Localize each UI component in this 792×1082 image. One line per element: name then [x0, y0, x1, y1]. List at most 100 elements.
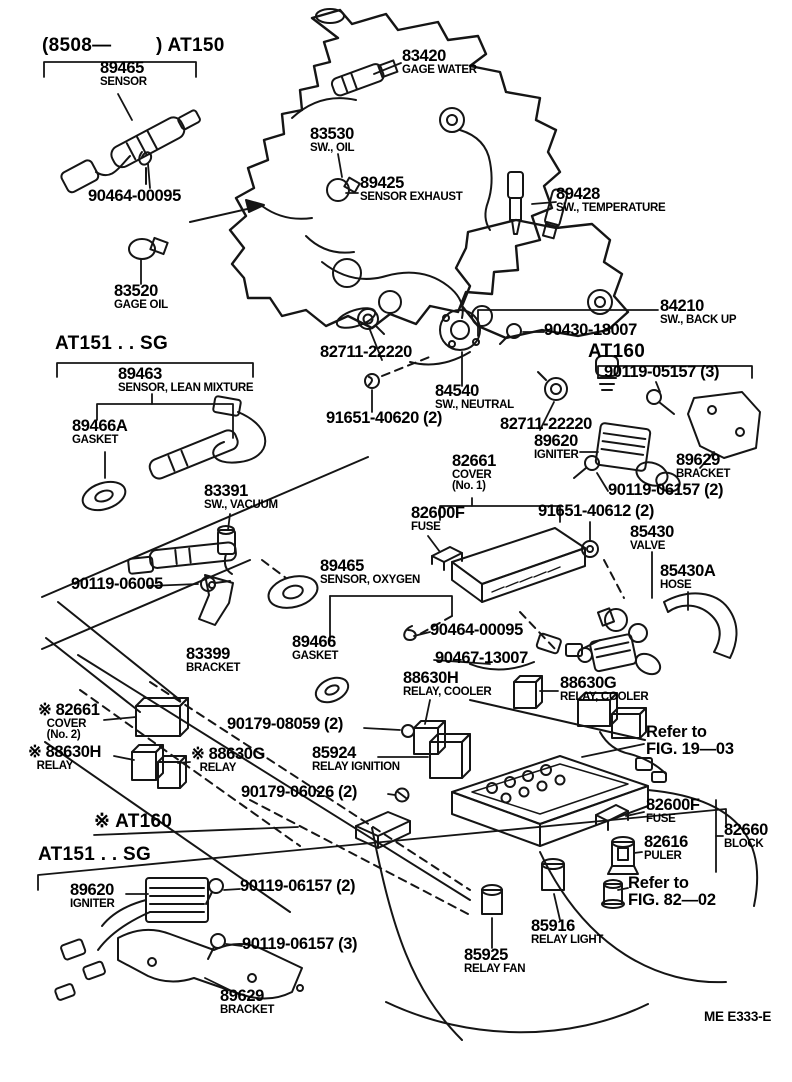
part-89620-igniter-left-line-1: IGNITER [70, 897, 115, 910]
part-90179-06026-line-0: 90179-06026 (2) [241, 783, 358, 801]
part-90464-00095-top-line-0: 90464-00095 [88, 187, 181, 205]
header-at160-top: AT160 [588, 342, 645, 361]
part-85925-relay-fan-line-1: RELAY FAN [464, 962, 526, 975]
part-82711-22220-left-line-0: 82711-22220 [320, 343, 412, 361]
part-88630h-relay-line-0: ※ 88630H [28, 743, 102, 761]
part-89428-sw-temperature-line-0: 89428 [556, 185, 600, 203]
part-88630h-relay-line-1: RELAY [28, 759, 74, 772]
part-89620-igniter-left-line-0: 89620 [70, 881, 114, 899]
part-82661-cover-no2-line-1: COVER [38, 717, 87, 730]
part-91651-40612: 91651-40612 (2) [538, 503, 654, 520]
part-90119-06157-b3: 90119-06157 (3) [242, 936, 358, 953]
part-90179-08059-line-0: 90179-08059 (2) [227, 715, 344, 733]
leader-lines [37, 61, 753, 995]
part-85430a-hose-line-0: 85430A [660, 562, 716, 580]
part-89465-sensor-top-line-0: 89465 [100, 59, 144, 77]
part-82660-block-line-0: 82660 [724, 821, 768, 839]
part-82661-cover-no1-line-2: (No. 1) [452, 480, 486, 492]
header-at150: (8508— ) AT150 [42, 36, 225, 55]
part-90119-06157-b2-line-0: 90119-06157 (2) [240, 877, 356, 895]
oxygen-sensor-top-glyph [110, 109, 201, 169]
part-88630h-relay: ※ 88630H RELAY [28, 744, 101, 772]
part-82616-puler-line-1: PULER [644, 849, 682, 862]
part-83530-sw-oil-line-1: SW., OIL [310, 141, 355, 154]
header-at160-top-line-0: AT160 [588, 341, 646, 362]
part-89466-gasket-line-1: GASKET [292, 649, 339, 662]
part-90179-08059: 90179-08059 (2) [227, 716, 343, 733]
part-89466a-gasket-line-1: GASKET [72, 433, 119, 446]
header-at151-sg-bottom-line-0: AT151 . . SG [38, 844, 152, 865]
part-82661-cover-no2: ※ 82661 COVER (No. 2) [38, 702, 100, 742]
part-85430-valve-line-1: VALVE [630, 539, 666, 552]
clip-90464-top-glyph [138, 151, 153, 166]
part-90119-06005: 90119-06005 [71, 576, 163, 593]
code-me-e333-e-line-0: ME E333-E [704, 1009, 772, 1024]
part-90119-05157: 90119-05157 (3) [604, 363, 720, 381]
part-83399-bracket-line-0: 83399 [186, 645, 230, 663]
part-90467-13007-line-0: 90467-13007 [435, 649, 528, 667]
part-89425-sensor-exhaust-line-0: 89425 [360, 174, 404, 192]
ref-fig-82-02-line-1: FIG. 82—02 [628, 890, 716, 909]
part-90464-00095-mid-line-0: 90464-00095 [430, 621, 523, 639]
part-90464-00095-mid: 90464-00095 [430, 622, 523, 639]
part-90119-06005-line-0: 90119-06005 [71, 575, 163, 593]
part-89466-gasket-line-0: 89466 [292, 633, 336, 651]
part-88630g-relay: ※ 88630G RELAY [191, 746, 265, 774]
part-88630g-relay-cooler-line-1: RELAY, COOLER [560, 690, 649, 703]
part-91651-40620-line-0: 91651-40620 (2) [326, 409, 443, 427]
part-82711-22220-right: 82711-22220 [500, 416, 592, 433]
ref-fig-19-03-line-1: FIG. 19—03 [646, 739, 734, 758]
part-85430a-hose-line-1: HOSE [660, 578, 692, 591]
part-90119-05157-line-0: 90119-05157 (3) [604, 363, 720, 381]
part-90467-13007: 90467-13007 [435, 650, 528, 667]
part-83530-sw-oil-line-0: 83530 [310, 125, 354, 143]
part-88630g-relay-line-1: RELAY [191, 761, 237, 774]
part-82600f-fuse-bottom-line-0: 82600F [646, 796, 700, 814]
part-84540-sw-neutral-line-0: 84540 [435, 382, 479, 400]
part-90430-18007-line-0: 90430-18007 [544, 321, 637, 339]
part-91651-40620: 91651-40620 (2) [326, 410, 442, 427]
part-82661-cover-no2-line-0: ※ 82661 [38, 701, 100, 719]
part-89425-sensor-exhaust-line-1: SENSOR EXHAUST [360, 190, 463, 203]
header-at150-line-0: (8508— ) AT150 [42, 35, 225, 56]
part-89463-sensor-lean-mixture-line-0: 89463 [118, 365, 162, 383]
part-82711-22220-right-line-0: 82711-22220 [500, 415, 592, 433]
part-89629-bracket-right-line-1: BRACKET [676, 467, 731, 480]
part-89463-sensor-lean-mixture-line-1: SENSOR, LEAN MIXTURE [118, 381, 254, 394]
part-91651-40612-line-0: 91651-40612 (2) [538, 502, 655, 520]
ref-fig-82-02-line-0: Refer to [628, 874, 689, 892]
part-88630g-relay-line-0: ※ 88630G [191, 745, 265, 763]
part-84540-sw-neutral-line-1: SW., NEUTRAL [435, 398, 514, 411]
ref-fig-19-03-line-0: Refer to [646, 723, 707, 741]
header-at151-sg-bottom: AT151 . . SG [38, 845, 151, 864]
part-83420-gage-water-line-1: GAGE WATER [402, 63, 477, 76]
part-90119-06157-right: 90119-06157 (2) [608, 482, 724, 499]
header-at151-sg-top-line-0: AT151 . . SG [55, 333, 169, 354]
part-89620-igniter-right-line-1: IGNITER [534, 448, 579, 461]
part-85916-relay-light-line-0: 85916 [531, 917, 575, 935]
part-88630h-relay-cooler-line-1: RELAY, COOLER [403, 685, 492, 698]
part-82600f-fuse-mid-line-0: 82600F [411, 504, 465, 522]
